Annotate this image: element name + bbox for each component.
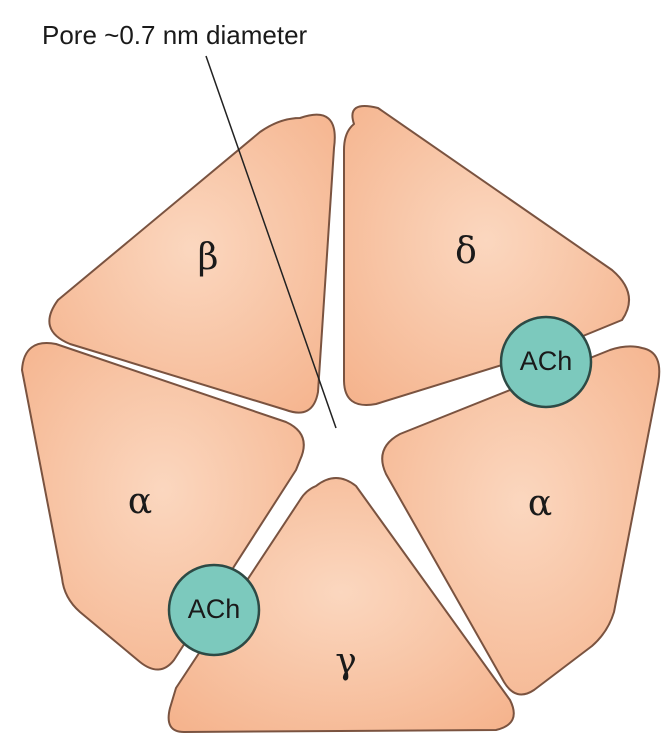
- subunit-label-alpha-right: α: [528, 483, 552, 524]
- ach-label-upper-right: ACh: [520, 346, 573, 376]
- subunit-label-delta: δ: [455, 231, 477, 272]
- ach-label-lower-left: ACh: [188, 594, 241, 624]
- pore: [305, 404, 382, 470]
- pore-callout-label: Pore ~0.7 nm diameter: [42, 20, 308, 50]
- subunit-label-alpha-left: α: [128, 481, 152, 522]
- subunit-label-gamma: γ: [335, 641, 357, 682]
- subunit-label-beta: β: [198, 237, 219, 278]
